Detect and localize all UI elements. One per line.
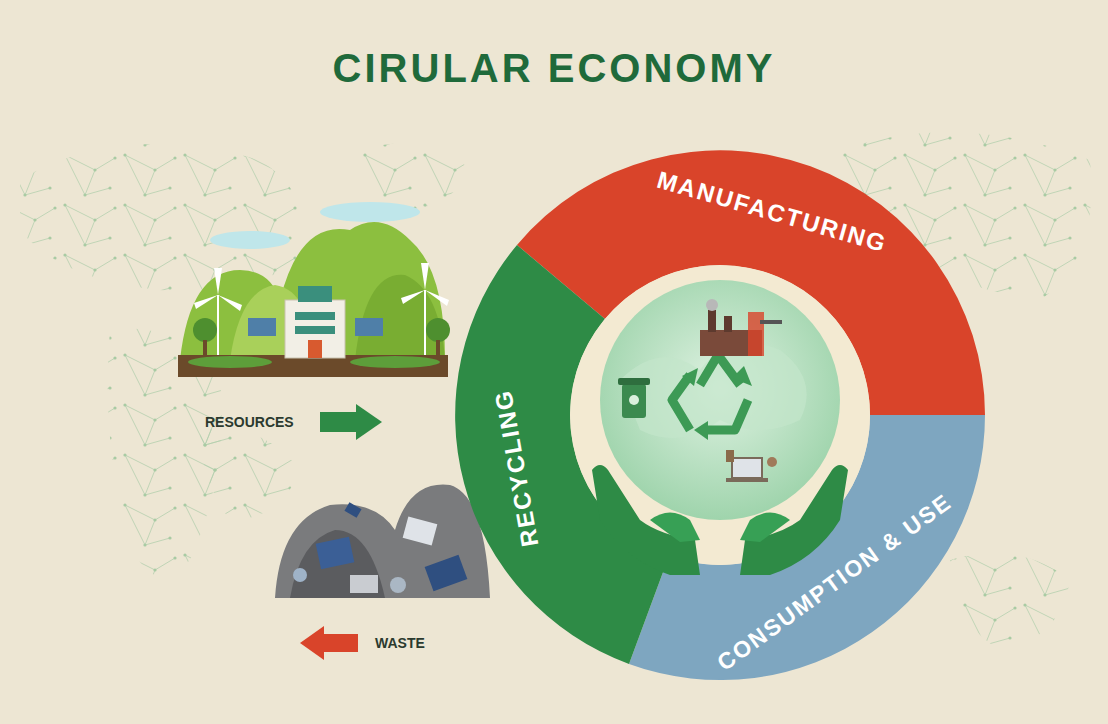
ring-segment: CONSUMPTION & USE xyxy=(713,488,958,676)
segment-label: RECYCLING xyxy=(489,387,544,549)
resources-city xyxy=(178,202,450,377)
resources-arrow xyxy=(320,404,382,440)
recycle-bin-icon xyxy=(618,378,650,418)
ring-segment: MANUFACTURING xyxy=(654,166,890,259)
flow-label: RESOURCES xyxy=(205,414,294,430)
recycle-arrowheads xyxy=(682,366,752,440)
flow-label: WASTE xyxy=(375,635,425,651)
recycle-symbol xyxy=(672,355,748,430)
cycle-ring xyxy=(455,150,985,680)
waste-arrow xyxy=(300,626,358,660)
devices-icon xyxy=(726,450,777,482)
ring-segment: RECYCLING xyxy=(489,387,544,549)
hands xyxy=(592,465,848,575)
segment-label: MANUFACTURING xyxy=(654,166,890,259)
factory-icon xyxy=(700,299,782,356)
waste-pile xyxy=(275,485,490,598)
diagram-title: CIRULAR ECONOMY xyxy=(0,46,1108,91)
segment-label: CONSUMPTION & USE xyxy=(713,488,958,676)
